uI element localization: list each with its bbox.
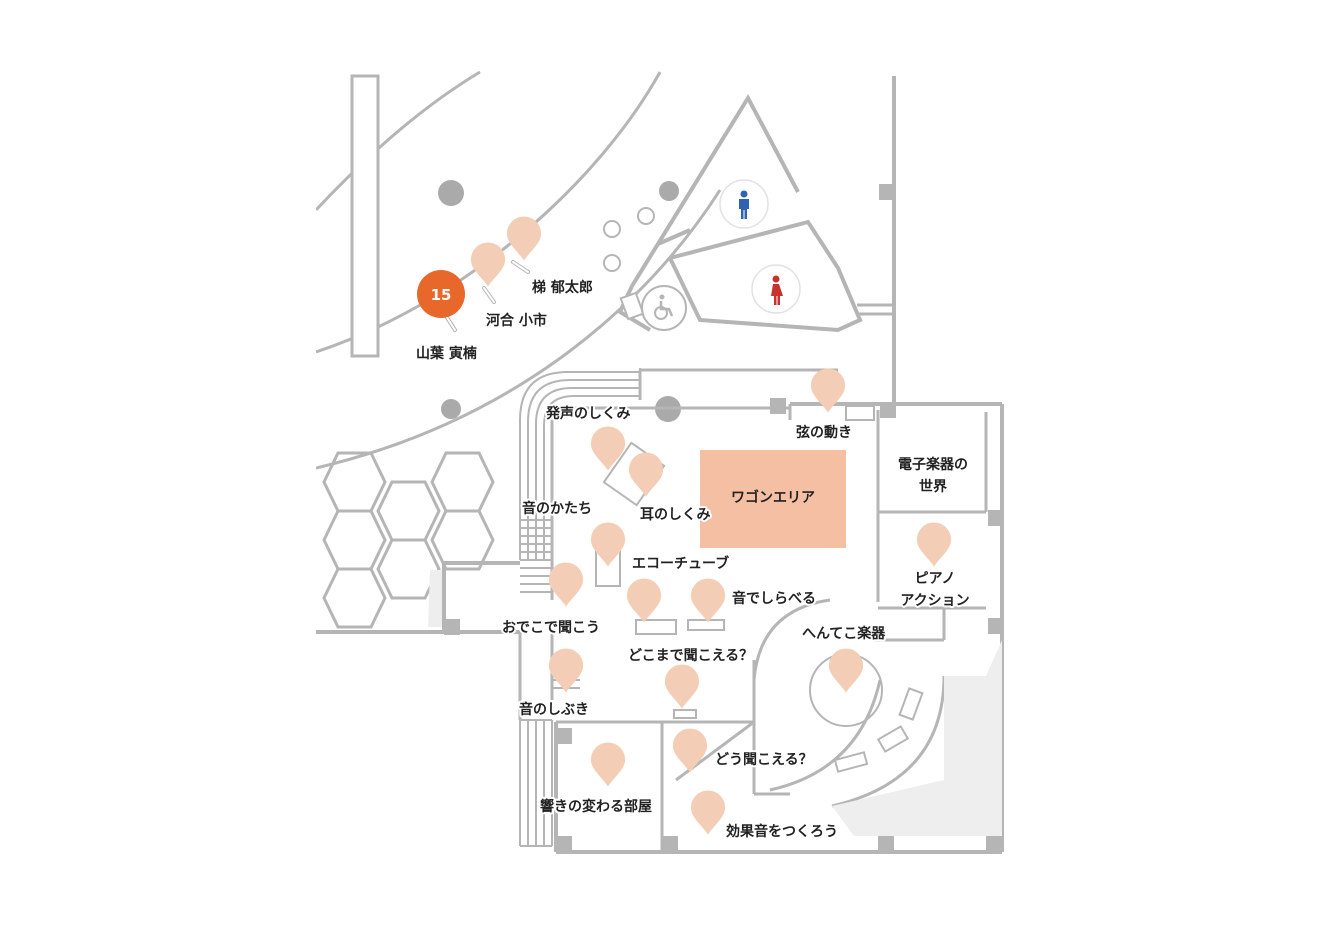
columns: [438, 180, 681, 422]
wheelchair-icon: [641, 285, 687, 331]
label-piano-1[interactable]: ピアノ: [913, 569, 958, 589]
label-hibiki[interactable]: 響きの変わる部屋: [538, 796, 654, 817]
pin-odeko[interactable]: [548, 562, 584, 607]
stairs: [519, 368, 641, 560]
label-shibuki[interactable]: 音のしぶき: [517, 699, 591, 720]
label-hassei[interactable]: 発声のしくみ: [543, 403, 633, 424]
wagon-area[interactable]: [700, 450, 846, 548]
label-oto-katachi[interactable]: 音のかたち: [520, 498, 594, 519]
pin-hibiki[interactable]: [590, 742, 626, 787]
pin-echo[interactable]: [664, 664, 700, 709]
benches: [833, 687, 924, 773]
pin-oto-shiraberu[interactable]: [690, 578, 726, 623]
pin-piano[interactable]: [916, 522, 952, 567]
label-hentekoko[interactable]: へんてこ楽器: [800, 623, 888, 644]
label-oto-shiraberu[interactable]: 音でしらべる: [730, 588, 818, 609]
active-marker-number: 15: [431, 286, 452, 304]
stairs-lower: [519, 719, 553, 847]
label-echo[interactable]: エコーチューブ: [630, 553, 731, 574]
pin-dokomade[interactable]: [626, 578, 662, 623]
label-yamaha[interactable]: 山葉 寅楠: [414, 343, 479, 364]
active-marker-badge[interactable]: 15: [417, 270, 465, 318]
wagon-area-label: ワゴンエリア: [731, 489, 815, 506]
label-mimi[interactable]: 耳のしくみ: [638, 505, 713, 525]
pin-kouka[interactable]: [690, 790, 726, 835]
label-dokomade[interactable]: どこまで聞こえる？: [626, 646, 755, 666]
label-gen[interactable]: 弦の動き: [794, 422, 854, 443]
label-odeko[interactable]: おでこで聞こう: [500, 618, 602, 638]
pin-shibuki[interactable]: [548, 648, 584, 693]
exhibit-labels: 梯 郁太郎 河合 小市 山葉 寅楠 発声のしくみ 弦の動き 電子楽器の 世界 音…: [414, 277, 972, 842]
pillar-wall: [350, 74, 380, 358]
label-kakehashi[interactable]: 梯 郁太郎: [530, 277, 595, 298]
pin-kawai[interactable]: [470, 242, 506, 287]
label-dou[interactable]: どう聞こえる？: [713, 750, 815, 770]
label-kouka[interactable]: 効果音をつくろう: [724, 821, 840, 842]
label-piano-2[interactable]: アクション: [898, 591, 971, 611]
female-toilet-icon: [751, 264, 801, 314]
male-toilet-icon: [719, 179, 769, 229]
pin-dou[interactable]: [672, 728, 708, 773]
small-stools: [603, 207, 655, 272]
pin-kakehashi[interactable]: [506, 216, 542, 261]
label-denshi-2[interactable]: 世界: [917, 476, 950, 497]
hexagon-structure: [322, 451, 495, 629]
label-denshi-1[interactable]: 電子楽器の: [896, 454, 970, 475]
label-kawai[interactable]: 河合 小市: [484, 310, 549, 331]
restroom-building: [617, 93, 863, 333]
